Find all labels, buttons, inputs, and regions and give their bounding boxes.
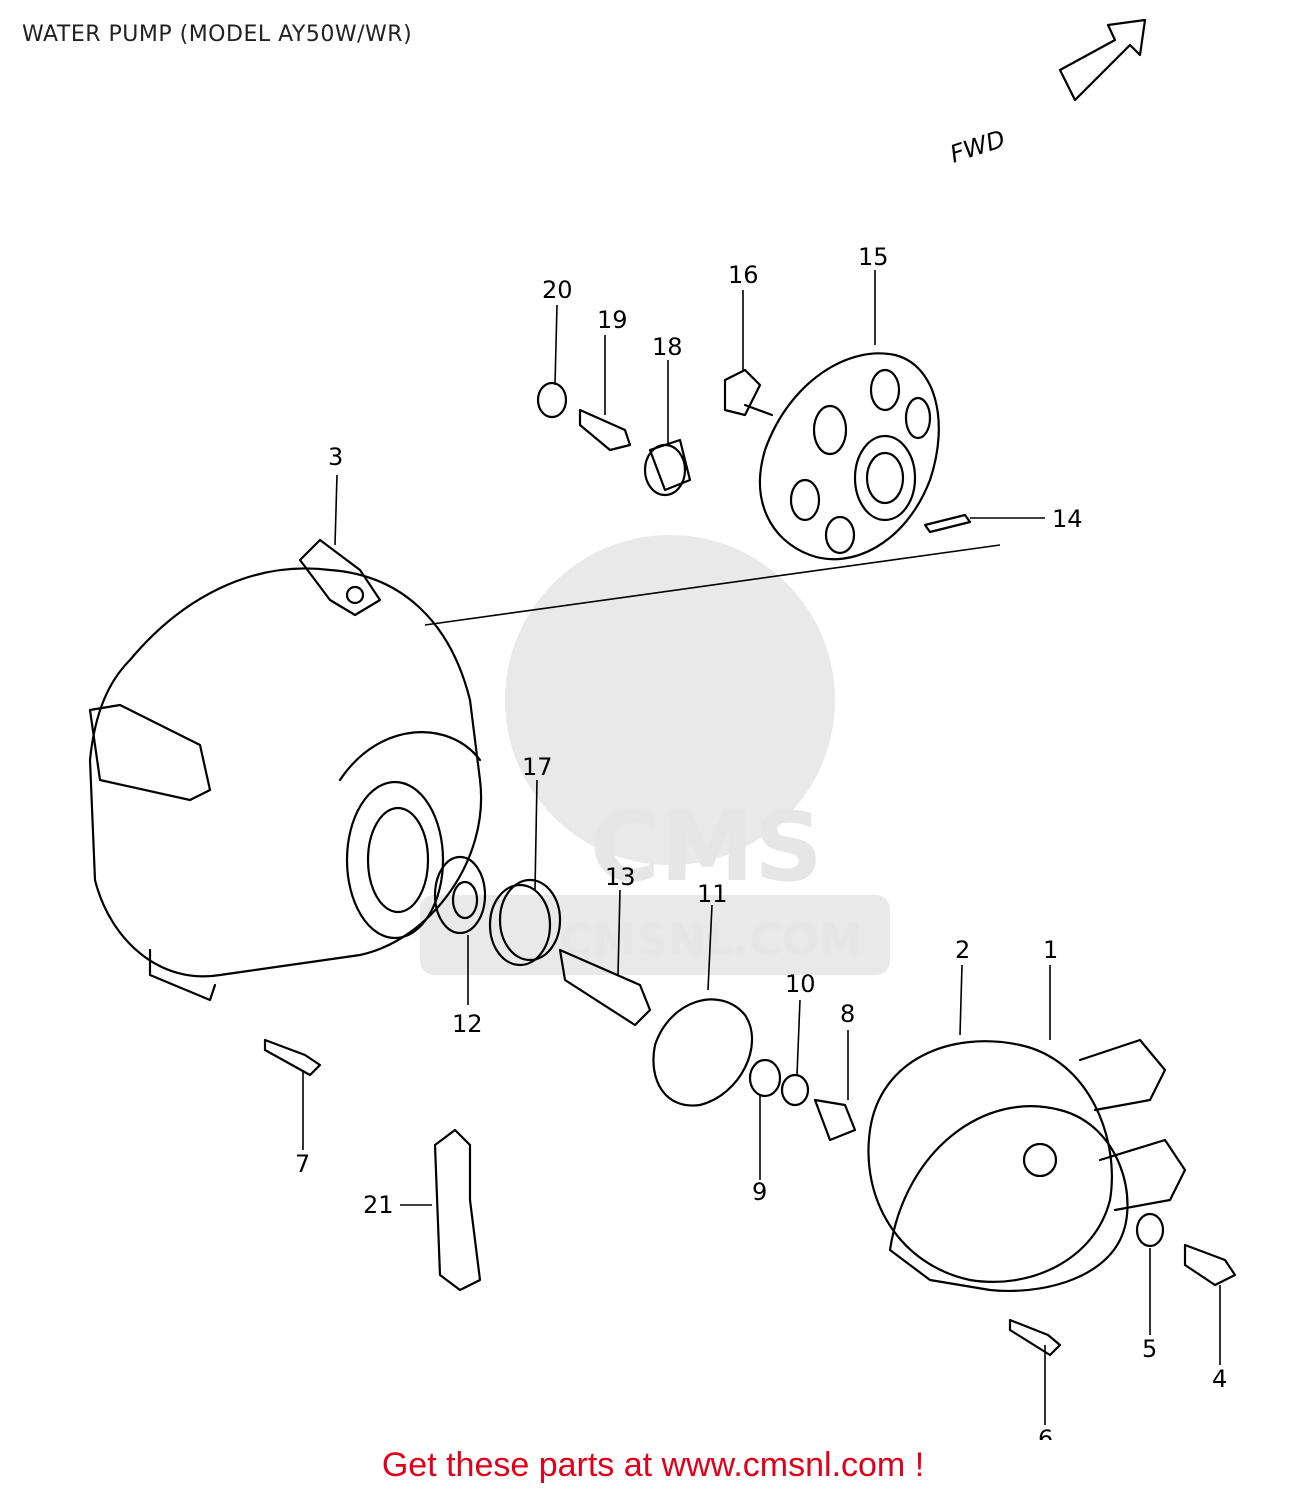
footer-parts-link[interactable]: Get these parts at www.cmsnl.com !	[381, 1446, 925, 1484]
impeller-part-15	[758, 352, 940, 561]
part-label-16: 16	[728, 261, 759, 289]
part-label-8: 8	[840, 1000, 855, 1028]
leader-lines	[302, 270, 1221, 1425]
fwd-arrow: FWD	[947, 18, 1147, 169]
part-label-1: 1	[1043, 936, 1058, 964]
part-label-7: 7	[295, 1150, 310, 1178]
pump-cover-part-1	[867, 1038, 1237, 1292]
part-label-5: 5	[1142, 1335, 1157, 1363]
part-label-21: 21	[363, 1191, 394, 1219]
watermark-cms-text: CMS	[590, 793, 823, 903]
small-parts-top	[536, 368, 972, 534]
part-label-3: 3	[328, 443, 343, 471]
part-label-14: 14	[1052, 505, 1083, 533]
part-number-labels: 1 2 3 4 5 6 7 8 9 10 11 12 13 14 15 16 1…	[295, 243, 1227, 1440]
part-label-17: 17	[522, 753, 553, 781]
bolts-and-bracket	[263, 1038, 1062, 1357]
part-label-15: 15	[858, 243, 889, 271]
watermark-logo: CMS CMSNL.COM	[420, 535, 890, 975]
part-label-9: 9	[752, 1178, 767, 1206]
exploded-diagram: CMS CMSNL.COM FWD	[88, 18, 1237, 1440]
part-label-18: 18	[652, 333, 683, 361]
seal-shaft-assembly	[433, 855, 857, 1142]
part-label-4: 4	[1212, 1365, 1227, 1393]
part-label-10: 10	[785, 970, 816, 998]
part-label-6: 6	[1038, 1425, 1053, 1440]
part-label-11: 11	[697, 880, 728, 908]
fwd-label: FWD	[947, 125, 1009, 169]
part-label-13: 13	[605, 863, 636, 891]
part-label-2: 2	[955, 936, 970, 964]
part-label-19: 19	[597, 306, 628, 334]
part-label-20: 20	[542, 276, 573, 304]
part-label-12: 12	[452, 1010, 483, 1038]
page-title: WATER PUMP (MODEL AY50W/WR)	[22, 22, 413, 47]
